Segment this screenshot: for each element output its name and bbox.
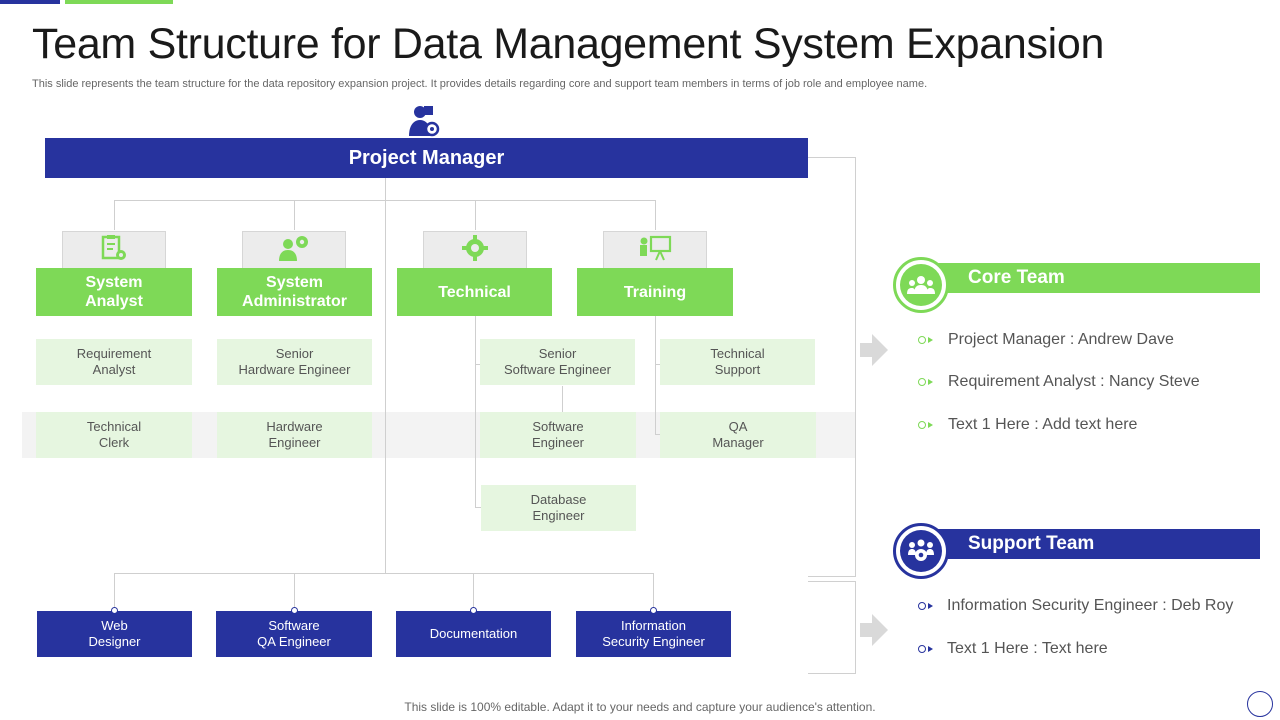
role-hardware-engineer: Hardware Engineer bbox=[217, 412, 372, 458]
project-manager-header: Project Manager bbox=[45, 138, 808, 178]
icon-box-technical bbox=[423, 231, 527, 269]
role-requirement-analyst: Requirement Analyst bbox=[36, 339, 192, 385]
clipboard-gear-icon bbox=[99, 234, 129, 267]
technical-tick bbox=[475, 507, 481, 508]
bullet-icon bbox=[918, 421, 926, 429]
technical-tick bbox=[475, 364, 481, 365]
category-system-analyst: System Analyst bbox=[36, 268, 192, 316]
connector-dot bbox=[650, 607, 657, 614]
bullet-tail bbox=[928, 379, 933, 385]
core-team-item: Text 1 Here : Add text here bbox=[948, 416, 1138, 433]
branch-drop bbox=[473, 573, 474, 610]
support-team-item: Information Security Engineer : Deb Roy bbox=[947, 597, 1234, 614]
arrow-stem bbox=[860, 623, 872, 637]
trunk-line bbox=[385, 178, 386, 574]
bullet-tail bbox=[928, 603, 933, 609]
core-team-item: Requirement Analyst : Nancy Steve bbox=[948, 373, 1200, 390]
role-senior-software-engineer: Senior Software Engineer bbox=[480, 339, 635, 385]
core-team-heading: Core Team bbox=[922, 263, 1260, 293]
technical-inner-link bbox=[562, 386, 563, 412]
bullet-tail bbox=[928, 646, 933, 652]
core-team-title: Core Team bbox=[968, 267, 1065, 288]
page-title: Team Structure for Data Management Syste… bbox=[32, 20, 1105, 68]
arrow-right-icon bbox=[872, 614, 888, 646]
branch-drop bbox=[655, 200, 656, 230]
accent-bar-blue bbox=[0, 0, 60, 4]
technical-connector bbox=[475, 316, 476, 508]
branch-drop bbox=[653, 573, 654, 610]
bullet-tail bbox=[928, 422, 933, 428]
bullet-tail bbox=[928, 337, 933, 343]
branch-drop bbox=[475, 200, 476, 230]
category-training: Training bbox=[577, 268, 733, 316]
core-team-item: Project Manager : Andrew Dave bbox=[948, 331, 1174, 348]
core-team-badge bbox=[893, 257, 949, 313]
support-role-software-qa-engineer: Software QA Engineer bbox=[216, 611, 372, 657]
support-role-documentation: Documentation bbox=[396, 611, 551, 657]
connector-dot bbox=[111, 607, 118, 614]
support-role-web-designer: Web Designer bbox=[37, 611, 192, 657]
accent-bar-green bbox=[65, 0, 173, 4]
branch-drop bbox=[294, 200, 295, 230]
bullet-icon bbox=[918, 378, 926, 386]
presentation-board-icon bbox=[638, 234, 672, 267]
arrow-stem bbox=[860, 343, 872, 357]
category-technical: Technical bbox=[397, 268, 552, 316]
group-icon bbox=[900, 264, 942, 306]
branch-drop bbox=[114, 200, 115, 230]
manager-icon bbox=[406, 103, 440, 137]
user-gear-icon bbox=[278, 234, 310, 267]
bullet-icon bbox=[918, 602, 926, 610]
icon-box-system-administrator bbox=[242, 231, 346, 269]
icon-box-system-analyst bbox=[62, 231, 166, 269]
arrow-right-icon bbox=[872, 334, 888, 366]
role-software-engineer: Software Engineer bbox=[480, 412, 636, 458]
category-system-administrator: System Administrator bbox=[217, 268, 372, 316]
branch-drop bbox=[114, 573, 115, 610]
role-technical-support: Technical Support bbox=[660, 339, 815, 385]
support-team-bracket bbox=[808, 581, 856, 674]
core-team-bracket bbox=[808, 157, 856, 577]
bottom-branch-line bbox=[114, 573, 654, 574]
support-team-title: Support Team bbox=[968, 533, 1095, 554]
role-technical-clerk: Technical Clerk bbox=[36, 412, 192, 458]
role-qa-manager: QA Manager bbox=[660, 412, 816, 458]
gear-icon bbox=[461, 234, 489, 267]
support-team-heading: Support Team bbox=[922, 529, 1260, 559]
page-subtitle: This slide represents the team structure… bbox=[32, 78, 928, 90]
support-team-item: Text 1 Here : Text here bbox=[947, 640, 1108, 657]
connector-dot bbox=[470, 607, 477, 614]
support-team-badge bbox=[893, 523, 949, 579]
bullet-icon bbox=[918, 645, 926, 653]
icon-box-training bbox=[603, 231, 707, 269]
role-senior-hardware-engineer: Senior Hardware Engineer bbox=[217, 339, 372, 385]
connector-dot bbox=[291, 607, 298, 614]
training-tick bbox=[655, 434, 661, 435]
role-database-engineer: Database Engineer bbox=[481, 485, 636, 531]
support-role-information-security-engineer: Information Security Engineer bbox=[576, 611, 731, 657]
branch-drop bbox=[294, 573, 295, 610]
corner-circle-icon bbox=[1247, 691, 1273, 717]
footer-note: This slide is 100% editable. Adapt it to… bbox=[404, 700, 876, 714]
training-tick bbox=[655, 364, 661, 365]
bullet-icon bbox=[918, 336, 926, 344]
team-gear-icon bbox=[900, 530, 942, 572]
top-branch-line bbox=[114, 200, 656, 201]
training-connector bbox=[655, 316, 656, 435]
